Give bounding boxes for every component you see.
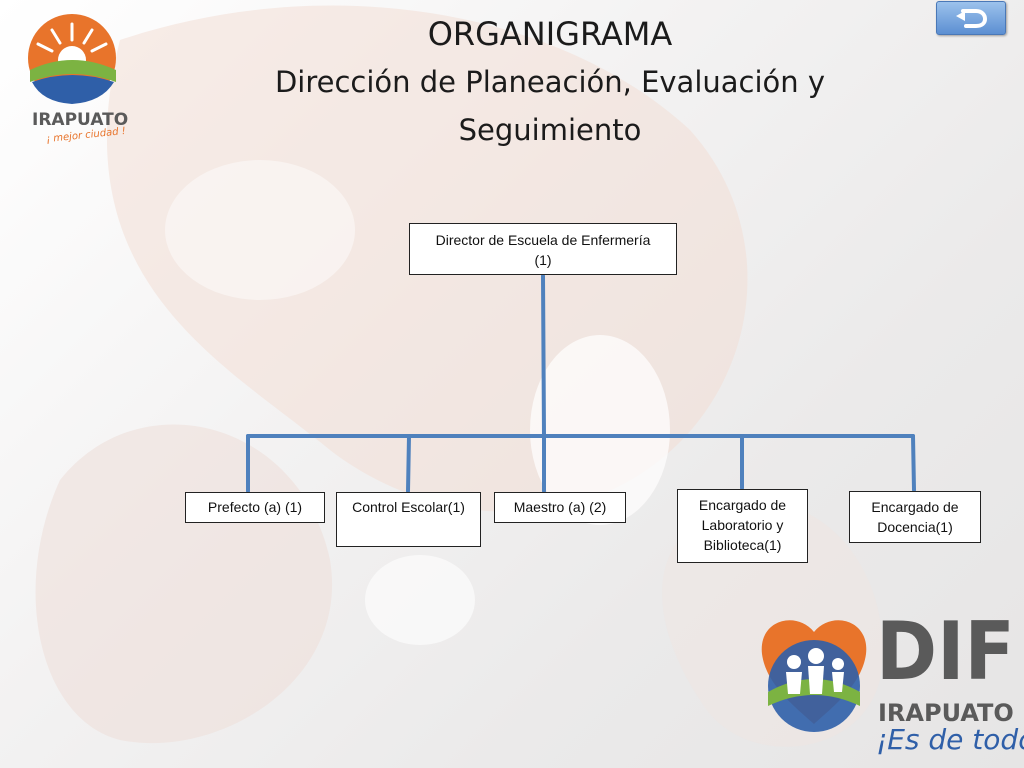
org-node-prefecto: Prefecto (a) (1) xyxy=(185,492,325,523)
org-node-laboratorio-label-3: Biblioteca(1) xyxy=(703,537,782,553)
dif-logo-city: IRAPUATO xyxy=(878,699,1014,727)
dif-logo-name: DIF xyxy=(876,605,1015,698)
org-node-docencia: Encargado de Docencia(1) xyxy=(849,491,981,543)
dif-logo-slogan: ¡Es de todos! xyxy=(876,723,1024,756)
org-node-laboratorio-label-1: Encargado de xyxy=(698,497,787,513)
sun-emblem-icon xyxy=(28,14,116,104)
org-node-control-escolar-label: Control Escolar(1) xyxy=(352,499,465,515)
connector-child-5 xyxy=(911,434,916,492)
connector-root-vertical xyxy=(541,274,546,438)
org-node-docencia-label-2: Docencia(1) xyxy=(877,519,953,535)
dif-family-emblem-icon xyxy=(761,620,867,732)
title-department-line1: Dirección de Planeación, Evaluación y xyxy=(274,65,826,99)
slide-title: ORGANIGRAMA Dirección de Planeación, Eva… xyxy=(180,10,920,154)
org-node-director: Director de Escuela de Enfermería (1) xyxy=(409,223,677,275)
connector-child-2 xyxy=(406,434,411,493)
org-node-director-label-1: Director de Escuela de Enfermería xyxy=(435,232,651,248)
irapuato-logo: IRAPUATO ¡ mejor ciudad ! xyxy=(22,10,128,148)
return-arrow-icon xyxy=(956,9,988,28)
title-department-line2: Seguimiento xyxy=(458,113,642,147)
org-node-prefecto-label: Prefecto (a) (1) xyxy=(207,499,303,515)
org-node-maestro-label: Maestro (a) (2) xyxy=(513,499,607,515)
title-organigrama: ORGANIGRAMA xyxy=(427,15,673,53)
dif-irapuato-logo: DIF IRAPUATO ¡Es de todos! xyxy=(754,605,1024,764)
org-node-control-escolar: Control Escolar(1) xyxy=(336,492,481,547)
org-node-laboratorio-biblioteca: Encargado de Laboratorio y Biblioteca(1) xyxy=(677,489,808,563)
irapuato-logo-name: IRAPUATO xyxy=(32,110,129,130)
org-node-laboratorio-label-2: Laboratorio y xyxy=(701,517,784,533)
org-node-docencia-label-1: Encargado de xyxy=(871,499,959,515)
org-node-director-label-2: (1) xyxy=(534,252,552,268)
org-node-maestro: Maestro (a) (2) xyxy=(494,492,626,523)
back-button[interactable] xyxy=(936,1,1006,35)
